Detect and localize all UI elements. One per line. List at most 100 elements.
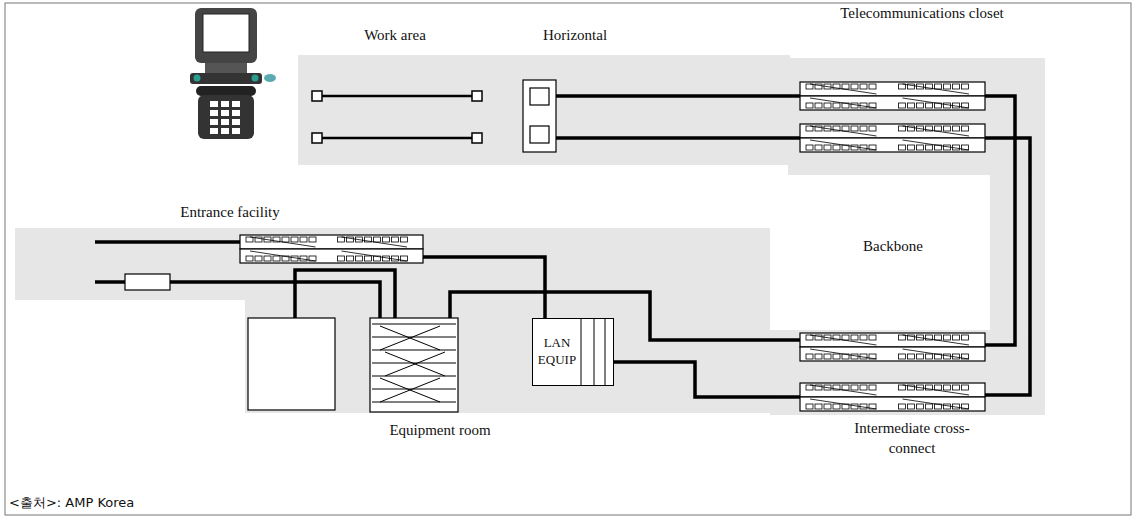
port: [869, 385, 876, 390]
plug: [472, 133, 482, 143]
cables: [95, 96, 1030, 397]
panel-body: [800, 82, 985, 96]
key: [221, 101, 229, 107]
handset: [196, 86, 256, 96]
port: [842, 385, 849, 390]
cable: [790, 136, 800, 140]
port: [815, 145, 822, 150]
patch-lead: [810, 335, 877, 345]
cable: [423, 257, 545, 288]
port: [806, 126, 813, 131]
port: [273, 256, 280, 261]
port: [815, 354, 822, 359]
cable: [985, 96, 1015, 175]
port: [944, 84, 951, 89]
port: [944, 404, 951, 409]
port: [806, 335, 813, 340]
patch-panel: [240, 249, 423, 263]
port: [926, 404, 933, 409]
key: [232, 128, 240, 134]
patch-lead: [250, 237, 316, 247]
cable: [775, 395, 800, 399]
closet-region: [788, 58, 1045, 175]
rack-divider: [605, 319, 606, 385]
port: [806, 84, 813, 89]
outlet-plate: [523, 80, 556, 152]
port: [899, 385, 906, 390]
port: [842, 84, 849, 89]
cable: [985, 138, 1030, 175]
key: [221, 119, 229, 125]
port: [383, 237, 390, 242]
grey-regions: [15, 55, 1045, 415]
port: [806, 354, 813, 359]
patch-lead: [903, 98, 970, 108]
port: [264, 256, 271, 261]
cross-connect-frame: [370, 318, 458, 412]
port: [851, 335, 858, 340]
port: [842, 335, 849, 340]
port: [833, 103, 840, 108]
port: [815, 404, 822, 409]
key: [221, 128, 229, 134]
outlet: [523, 80, 556, 152]
node-label: Telecommunications closet: [832, 4, 1012, 24]
cable: [985, 330, 1030, 395]
port: [851, 145, 858, 150]
panel-body: [800, 96, 985, 110]
port: [291, 237, 298, 242]
port: [860, 126, 867, 131]
port: [935, 335, 942, 340]
port: [860, 385, 867, 390]
port: [944, 103, 951, 108]
jumper: [380, 326, 440, 350]
node-label: Intermediate cross-connect: [847, 419, 977, 458]
port: [282, 237, 289, 242]
cable: [556, 136, 700, 140]
port: [860, 84, 867, 89]
frame: [5, 3, 1131, 515]
phone-body: [198, 95, 254, 139]
ic-band: Intermediate cross-connect: [775, 330, 1045, 462]
key: [210, 119, 218, 125]
cable: [556, 94, 700, 98]
keyboard: [190, 73, 262, 84]
patch-lead: [810, 140, 877, 150]
cord-plugs: [312, 91, 482, 143]
port: [953, 126, 960, 131]
jumper-row: [372, 350, 456, 351]
work-area-band: Work areaHorizontal: [298, 22, 700, 165]
key: [232, 119, 240, 125]
port: [935, 84, 942, 89]
patch-panels: [240, 82, 985, 411]
port: [944, 335, 951, 340]
panel-body: [800, 397, 985, 411]
port: [899, 126, 906, 131]
pbx-cabinet: [248, 318, 335, 410]
port: [860, 335, 867, 340]
cross-connect-wiring: [372, 324, 456, 402]
panel-body: [800, 347, 985, 361]
port: [401, 237, 408, 242]
port: [908, 145, 915, 150]
port: [869, 126, 876, 131]
port: [309, 237, 316, 242]
port: [806, 404, 813, 409]
port: [824, 103, 831, 108]
port: [833, 404, 840, 409]
port: [338, 256, 345, 261]
node-label: Equipment room: [389, 421, 490, 441]
port: [944, 385, 951, 390]
source-caption: <출처>: AMP Korea: [9, 495, 134, 512]
port: [908, 103, 915, 108]
port: [899, 335, 906, 340]
cable-run: [700, 136, 790, 140]
patch-lead: [810, 98, 877, 108]
node-label: LAN EQUIP: [534, 335, 580, 369]
port: [806, 145, 813, 150]
port: [815, 103, 822, 108]
port: [851, 385, 858, 390]
